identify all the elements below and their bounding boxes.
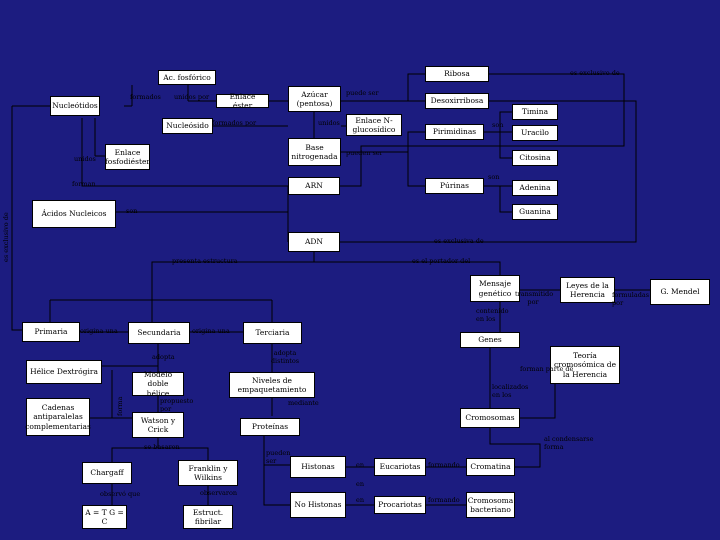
origina-label-1: origina una: [80, 327, 118, 335]
formando-label-2: formando: [428, 496, 460, 504]
primaria-node: Primaria: [22, 322, 80, 342]
nucleotidos-node: Nucleótidos: [50, 96, 100, 116]
purinas-node: Púrinas: [425, 178, 484, 194]
unidos-label-1: unidos: [318, 119, 340, 127]
adopta-distintos-label: adopta distintos: [270, 349, 300, 365]
forma-label: forma: [116, 396, 124, 416]
citosina-node: Citosina: [512, 150, 558, 166]
eucariotas-node: Eucariotas: [374, 458, 426, 476]
modelo-doble-helice-node: Modelo doble hélice: [132, 370, 184, 398]
cadenas-antiparalelas-node: Cadenas antiparalelas complementarias: [25, 398, 91, 436]
a-t-g-c-node: A = T G = C: [82, 505, 127, 529]
helice-dextrogira-node: Hélice Dextrógira: [26, 360, 102, 384]
procariotas-node: Procariotas: [374, 496, 426, 514]
cromosomas-node: Cromosomas: [460, 408, 520, 428]
pirimidinas-node: Pirimidinas: [425, 124, 484, 140]
guanina-node: Guanina: [512, 204, 558, 220]
son-purinas-label: son: [488, 173, 500, 181]
adn-node: ADN: [288, 232, 340, 252]
observo-que-label: observó que: [100, 490, 141, 498]
mensaje-genetico-node: Mensaje genético: [470, 275, 520, 302]
se-condensa-label: al condensarse forma: [544, 435, 594, 451]
azucar-node: Azúcar (pentosa): [288, 86, 341, 112]
puede-ser-label: puede ser: [346, 89, 379, 97]
es-exclusivo-de-top-label: es exclusivo de: [570, 69, 620, 77]
formuladas-por-label: formuladas por: [612, 291, 650, 307]
g-mendel-node: G. Mendel: [650, 279, 710, 305]
proteinas-node: Proteínas: [240, 418, 300, 436]
adopta-label: adopta: [152, 353, 175, 361]
se-basaron-label: se basaron: [144, 443, 180, 451]
en-label-1: en: [356, 461, 365, 469]
adenina-node: Adenina: [512, 180, 558, 196]
son-pirimidinas-label: son: [492, 121, 504, 129]
terciaria-node: Terciaria: [243, 322, 302, 344]
chargaff-node: Chargaff: [82, 462, 132, 484]
formados-por-label: formados por: [212, 119, 257, 127]
son-acidos-label: son: [126, 207, 138, 215]
leyes-herencia-node: Leyes de la Herencia: [560, 277, 615, 303]
watson-crick-node: Watson y Crick: [132, 412, 184, 438]
mediante-label: mediante: [288, 399, 319, 407]
observaron-label: observaron: [200, 489, 238, 497]
enlace-ester-node: Enlace éster: [216, 92, 269, 110]
base-nitrogenada-node: Base nitrogenada: [288, 138, 341, 166]
niveles-empaquetamiento-node: Niveles de empaquetamiento: [229, 372, 315, 398]
contenido-en-los-label: contenido en los: [476, 307, 509, 323]
formando-parte-de-label: forman parte de: [520, 365, 574, 373]
enlace-n-glucosidico-node: Enlace N-glucosídico: [346, 114, 402, 136]
es-exclusiva-de-label: es exclusiva de: [434, 237, 484, 245]
pueden-ser-label: pueden ser: [346, 149, 383, 157]
propuesto-por-label: propuesto por: [160, 397, 194, 413]
formando-label-1: formando: [428, 461, 460, 469]
genes-node: Genes: [460, 332, 520, 348]
presenta-estructura-label: presenta estructura: [172, 257, 238, 265]
localizados-en-los-label: localizados en los: [492, 383, 529, 399]
histonas-node: Histonas: [290, 456, 346, 478]
ribosa-node: Ribosa: [425, 66, 489, 82]
estruct-fibrilar-node: Estruct. fibrilar: [183, 505, 233, 529]
cromosoma-bacteriano-node: Cromosoma bacteriano: [466, 492, 515, 518]
secundaria-node: Secundaria: [128, 322, 190, 344]
enlace-fosfodiester-node: Enlace fosfodiéster: [105, 144, 150, 170]
es-portador-del-label: es el portador del: [412, 257, 471, 265]
en-label-3: en: [356, 496, 365, 504]
formados-label: formados: [130, 93, 161, 101]
nucleosido-node: Nucleósido: [162, 118, 213, 134]
es-exclusivo-de-side-label: es exclusivo de: [2, 212, 10, 262]
forman-label: forman: [72, 180, 96, 188]
acidos-nucleicos-node: Ácidos Nucleicos: [32, 200, 116, 228]
unidos-por-label: unidos por: [174, 93, 210, 101]
desoxirribosa-node: Desoxirribosa: [425, 93, 489, 109]
pueden-ser-2-label: pueden ser: [266, 449, 291, 465]
teoria-cromosomica-node: Teoría cromosómica de la Herencia: [550, 346, 620, 384]
franklin-wilkins-node: Franklin y Wilkins: [178, 460, 238, 486]
no-histonas-node: No Histonas: [290, 492, 346, 518]
cromatina-node: Cromatina: [466, 458, 515, 476]
origina-label-2: origina una: [192, 327, 230, 335]
unidos-label-2: unidos: [74, 155, 96, 163]
ac-fosforico-node: Ac. fosfórico: [158, 70, 216, 85]
en-label-2: en: [356, 480, 365, 488]
transmitido-por-label: transmitido por: [515, 290, 554, 306]
uracilo-node: Uracilo: [512, 125, 558, 141]
timina-node: Timina: [512, 104, 558, 120]
arn-node: ARN: [288, 177, 340, 195]
